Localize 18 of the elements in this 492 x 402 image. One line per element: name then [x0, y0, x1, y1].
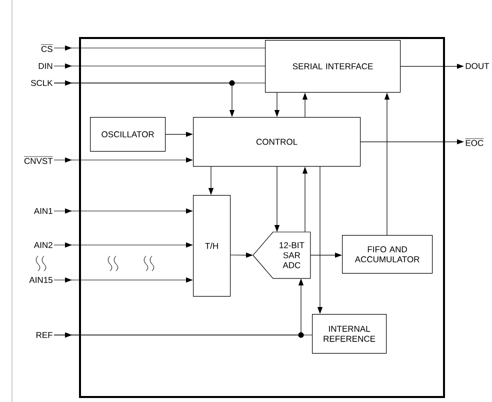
block-box: T/H — [193, 195, 231, 297]
pin-label: AIN2 — [34, 242, 52, 248]
pin-label: SCLK — [31, 80, 53, 86]
block-box: CONTROL — [193, 117, 361, 167]
block-box: OSCILLATOR — [90, 117, 166, 152]
pin-label: REF — [36, 332, 52, 338]
pin-label: EOC — [465, 138, 484, 146]
adc-block: 12-BIT SAR ADC — [252, 232, 311, 279]
pin-label: DIN — [38, 63, 52, 69]
pin-label: CS — [40, 44, 53, 52]
pin-label: AIN1 — [34, 208, 52, 214]
pin-label: AIN15 — [29, 277, 52, 283]
block-box: FIFO AND ACCUMULATOR — [342, 235, 433, 274]
pin-label: DOUT — [466, 63, 490, 69]
chip-outline — [79, 37, 445, 398]
pin-label: CNVST — [24, 156, 53, 164]
block-box: SERIAL INTERFACE — [265, 40, 401, 93]
block-box: INTERNAL REFERENCE — [312, 314, 387, 354]
